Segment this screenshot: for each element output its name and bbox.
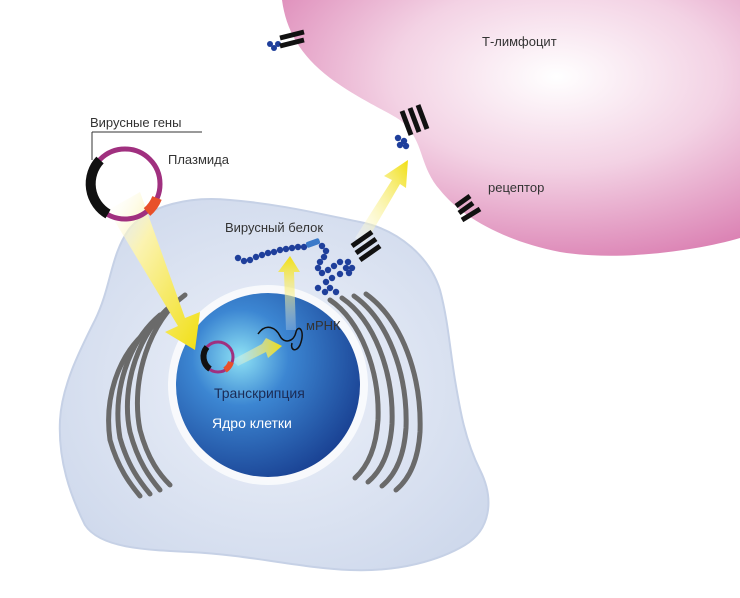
label-viral-protein: Вирусный белок: [225, 220, 323, 235]
label-viral-genes: Вирусные гены: [90, 115, 181, 130]
label-transcription: Транскрипция: [214, 385, 305, 401]
plasmid-icon: [85, 131, 202, 222]
receptor-icon: [350, 229, 382, 263]
label-receptor: рецептор: [488, 180, 544, 195]
protein-bead: [322, 247, 330, 255]
label-mrna: мРНК: [306, 318, 341, 333]
protein-bead: [270, 248, 278, 256]
protein-bead: [294, 243, 302, 251]
label-t-lymphocyte: Т-лимфоцит: [482, 34, 557, 49]
arrow-plasmid-to-nucleus-icon: [108, 192, 200, 350]
protein-bead: [300, 243, 308, 251]
protein-bead: [314, 284, 322, 292]
protein-bead: [316, 258, 324, 266]
protein-domain: [305, 238, 321, 248]
protein-bead: [282, 245, 290, 253]
protein-bead: [258, 251, 266, 259]
protein-bead: [330, 262, 338, 270]
protein-bead: [320, 253, 328, 261]
label-plasmid: Плазмида: [168, 152, 230, 167]
protein-bead: [345, 269, 353, 277]
protein-bead: [275, 41, 281, 47]
protein-bead: [324, 266, 332, 274]
protein-bead: [318, 269, 326, 277]
protein-bead: [314, 264, 322, 272]
protein-bead: [240, 257, 248, 265]
protein-bead: [396, 141, 404, 149]
arrow-to-receptor-icon: [355, 160, 408, 244]
receptor-icon: [399, 104, 430, 136]
protein-bead: [342, 264, 350, 272]
protein-chain-icon: [234, 41, 410, 296]
protein-bead: [332, 288, 340, 296]
protein-bead: [336, 270, 344, 278]
protein-bead: [288, 244, 296, 252]
protein-bead: [326, 284, 334, 292]
protein-bead: [234, 254, 242, 262]
mrna-icon: [257, 326, 303, 351]
protein-bead: [394, 134, 402, 142]
receptor-icon: [454, 193, 482, 223]
protein-bead: [252, 253, 260, 261]
protein-bead: [336, 258, 344, 266]
protein-bead: [344, 258, 352, 266]
golgi-left-icon: [106, 292, 188, 499]
protein-bead: [264, 249, 272, 257]
protein-bead: [246, 256, 254, 264]
protein-bead: [322, 278, 330, 286]
arrow-transcription-icon: [232, 338, 282, 366]
arrow-translation-icon: [278, 256, 300, 330]
protein-bead: [328, 274, 336, 282]
plasmid-in-nucleus-icon: [200, 340, 235, 374]
protein-bead: [267, 41, 273, 47]
receptor-icon: [279, 29, 305, 49]
protein-bead: [321, 288, 329, 296]
label-nucleus: Ядро клетки: [212, 415, 292, 431]
protein-bead: [271, 45, 277, 51]
protein-bead: [348, 264, 356, 272]
protein-bead: [318, 242, 326, 250]
protein-bead: [402, 142, 410, 150]
t-lymphocyte-cell: [282, 0, 740, 256]
protein-bead: [400, 137, 408, 145]
cell-nucleus: [176, 293, 360, 477]
golgi-right-icon: [327, 291, 423, 493]
protein-bead: [276, 246, 284, 254]
